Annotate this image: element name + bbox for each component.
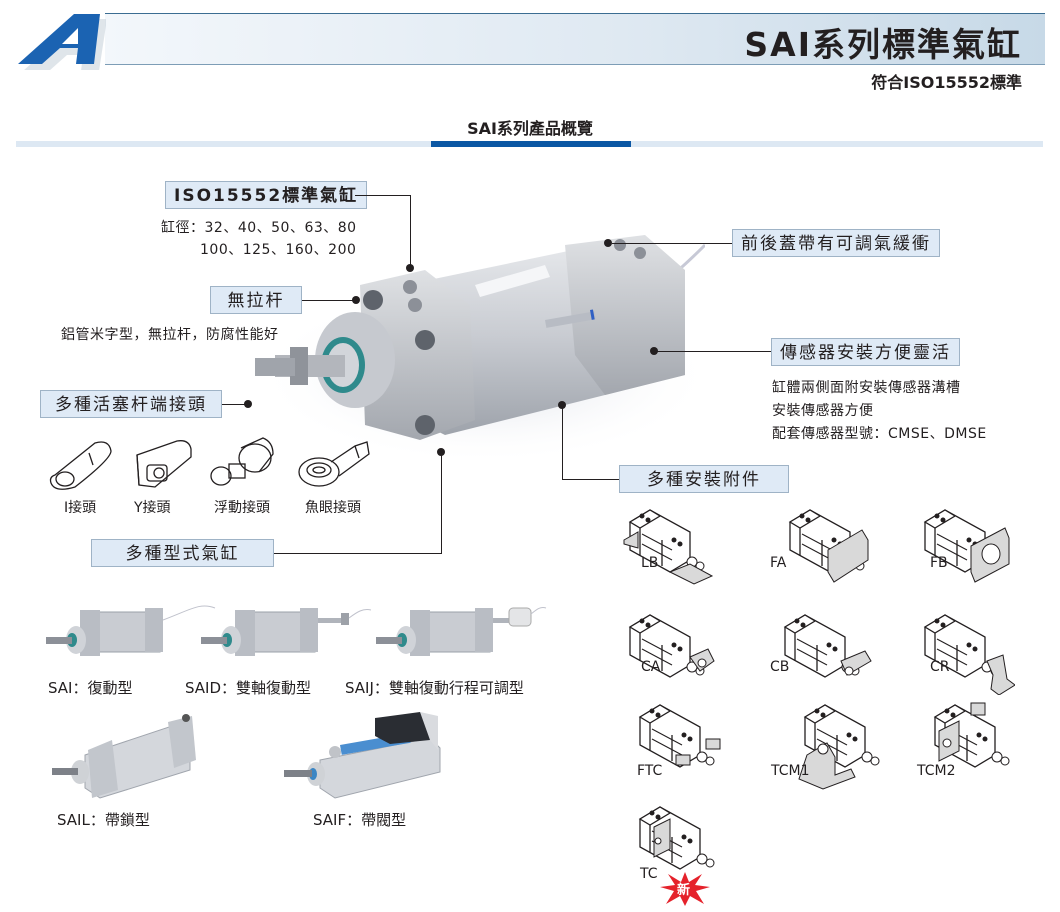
leader-dot — [604, 239, 612, 247]
fa-mount-icon — [780, 500, 880, 585]
adjustable-cushion-label: 前後蓋帶有可調氣緩衝 — [732, 229, 940, 257]
y-joint-icon — [127, 435, 199, 495]
leader-line — [563, 479, 619, 480]
leader-line — [274, 553, 442, 554]
page-title: SAI系列標準氣缸 — [744, 25, 1022, 64]
joint-caption: 魚眼接頭 — [305, 500, 361, 516]
sensor-desc-line: 缸體兩側面附安裝傳感器溝槽 — [772, 380, 961, 396]
tcm1-mount-icon — [795, 695, 905, 790]
tc-mount-icon — [630, 797, 730, 872]
no-tie-rod-desc: 鋁管米字型，無拉杆，防腐性能好 — [61, 327, 279, 343]
sensor-desc-line: 安裝傳感器方便 — [772, 403, 874, 419]
iso-standard-label: ISO15552標準氣缸 — [165, 181, 368, 209]
i-joint-icon — [45, 435, 117, 495]
floating-joint-icon — [207, 432, 279, 492]
ftc-mount-icon — [630, 695, 730, 780]
joint-caption: I接頭 — [64, 500, 97, 516]
main-cylinder-image — [245, 225, 705, 465]
leader-dot — [406, 264, 414, 272]
said-cylinder-image — [195, 600, 375, 670]
accessory-code: TCM1 — [771, 763, 810, 779]
fb-mount-icon — [915, 500, 1015, 585]
bore-sizes-line1: 缸徑：32、40、50、63、80 — [161, 220, 357, 236]
new-badge-starburst-icon: 新 — [660, 872, 710, 906]
leader-line — [441, 452, 442, 554]
brand-a-logo-icon — [16, 12, 106, 70]
joint-caption: Y接頭 — [134, 500, 171, 516]
leader-dot — [352, 296, 360, 304]
joint-caption: 浮動接頭 — [214, 500, 270, 516]
leader-line — [222, 404, 246, 405]
no-tie-rod-label: 無拉杆 — [210, 286, 302, 314]
sensor-desc-line: 配套傳感器型號：CMSE、DMSE — [772, 426, 987, 442]
variant-caption: SAI：復動型 — [48, 679, 133, 697]
lb-mount-icon — [620, 500, 720, 585]
accessory-code: FB — [930, 555, 948, 571]
variant-caption: SAIF：帶閥型 — [313, 811, 407, 829]
section-divider-accent — [431, 141, 631, 147]
leader-line — [410, 195, 411, 268]
accessory-code: FA — [770, 555, 787, 571]
cr-mount-icon — [915, 605, 1015, 695]
leader-line — [656, 351, 771, 352]
header-band — [105, 13, 1045, 65]
variant-caption: SAID：雙軸復動型 — [185, 679, 312, 697]
saij-cylinder-image — [370, 600, 550, 670]
accessory-code: CB — [770, 659, 790, 675]
rod-end-joints-label: 多種活塞杆端接頭 — [40, 390, 222, 418]
accessory-code: FTC — [637, 763, 663, 779]
leader-line — [612, 243, 732, 244]
accessory-code: CR — [930, 659, 950, 675]
sail-cylinder-image — [50, 710, 210, 800]
leader-dot — [244, 400, 252, 408]
sai-cylinder-image — [40, 600, 220, 670]
saif-cylinder-image — [280, 710, 450, 800]
ca-mount-icon — [620, 605, 720, 690]
sensor-mount-label: 傳感器安裝方便靈活 — [771, 338, 960, 366]
leader-line — [355, 195, 411, 196]
cylinder-variants-label: 多種型式氣缸 — [91, 539, 274, 567]
page-subtitle: 符合ISO15552標準 — [871, 73, 1022, 92]
fisheye-joint-icon — [295, 432, 375, 492]
variant-caption: SAIJ：雙軸復動行程可調型 — [345, 679, 524, 697]
leader-dot — [558, 401, 566, 409]
new-badge-label: 新 — [677, 883, 691, 898]
leader-line — [562, 405, 563, 480]
accessory-code: LB — [641, 555, 659, 571]
bore-sizes-line2: 100、125、160、200 — [200, 242, 357, 258]
variant-caption: SAIL：帶鎖型 — [57, 811, 150, 829]
accessory-code: CA — [641, 659, 661, 675]
cb-mount-icon — [775, 605, 875, 690]
mounting-accessories-label: 多種安裝附件 — [619, 465, 789, 493]
leader-line — [302, 300, 356, 301]
accessory-code: TCM2 — [917, 763, 956, 779]
tcm2-mount-icon — [925, 695, 1025, 780]
accessory-code: TC — [640, 866, 658, 882]
leader-dot — [437, 448, 445, 456]
leader-dot — [650, 347, 658, 355]
section-title: SAI系列產品概覽 — [467, 119, 593, 138]
